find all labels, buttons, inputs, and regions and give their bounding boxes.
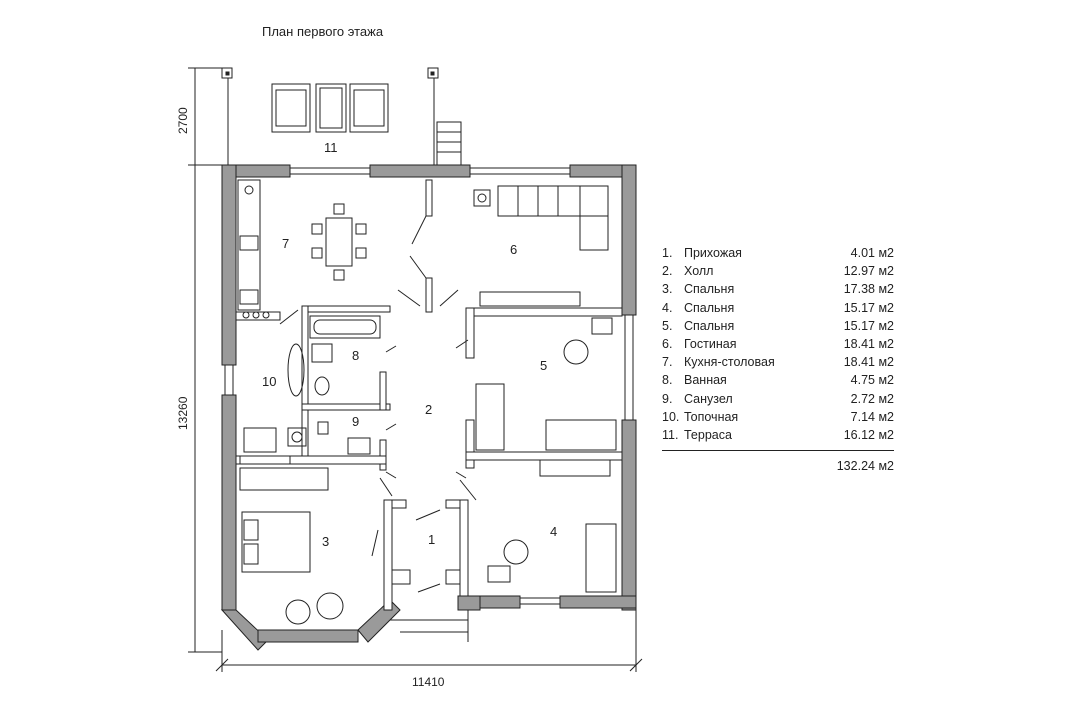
legend-num: 10. bbox=[662, 409, 680, 424]
legend-num: 11. bbox=[662, 428, 679, 443]
room-number-1: 1 bbox=[428, 532, 435, 547]
legend-row: 10. Топочная 7.14 м2 bbox=[662, 408, 894, 426]
windows bbox=[224, 167, 634, 605]
living-furniture bbox=[473, 185, 609, 307]
kitchen-furniture bbox=[237, 179, 367, 319]
legend-name: Холл bbox=[684, 264, 714, 279]
dimension-lines bbox=[188, 67, 643, 672]
legend-name: Санузел bbox=[684, 391, 733, 406]
legend-area: 12.97 м2 bbox=[843, 264, 894, 279]
room-number-7: 7 bbox=[282, 236, 289, 251]
room-number-4: 4 bbox=[550, 524, 557, 539]
legend-name: Прихожая bbox=[684, 246, 742, 260]
room-number-10: 10 bbox=[262, 374, 276, 389]
legend-area: 18.41 м2 bbox=[843, 355, 894, 370]
legend-area: 7.14 м2 bbox=[850, 409, 894, 424]
legend-num: 8. bbox=[662, 373, 673, 388]
room-labels: 1 2 3 4 5 6 7 8 9 10 11 bbox=[262, 140, 557, 549]
room-number-6: 6 bbox=[510, 242, 517, 257]
door-swings bbox=[279, 215, 477, 593]
legend-row: 6. Гостиная 18.41 м2 bbox=[662, 335, 894, 353]
legend-row: 7. Кухня-столовая 18.41 м2 bbox=[662, 353, 894, 371]
bedroom-4-furniture bbox=[487, 459, 617, 593]
room-number-5: 5 bbox=[540, 358, 547, 373]
room-legend: 1. Прихожая 4.01 м2 2. Холл 12.97 м2 3. Спаль… bbox=[662, 244, 894, 475]
legend-name: Спальня bbox=[684, 282, 735, 297]
legend-name: Спальня bbox=[684, 318, 735, 333]
legend-area: 16.12 м2 bbox=[843, 428, 894, 443]
room-number-11: 11 bbox=[324, 140, 338, 155]
legend-num: 9. bbox=[662, 391, 673, 406]
legend-area: 15.17 м2 bbox=[843, 318, 894, 333]
legend-row: 4. Спальня 15.17 м2 bbox=[662, 299, 894, 317]
legend-area: 15.17 м2 bbox=[843, 300, 894, 315]
bathroom-fixtures bbox=[239, 315, 381, 465]
legend-row: 1. Прихожая 4.01 м2 bbox=[662, 244, 894, 262]
room-number-8: 8 bbox=[352, 348, 359, 363]
legend-num: 2. bbox=[662, 264, 673, 279]
bedroom-3-furniture bbox=[239, 467, 344, 625]
room-number-9: 9 bbox=[352, 414, 359, 429]
room-number-2: 2 bbox=[425, 402, 432, 417]
legend-name: Спальня bbox=[684, 300, 735, 315]
terrace-depth-dim: 2700 bbox=[176, 107, 190, 134]
legend-num: 7. bbox=[662, 355, 673, 370]
legend-num: 1. bbox=[662, 246, 673, 260]
legend-num: 5. bbox=[662, 318, 673, 333]
legend-total: 132.24 м2 bbox=[836, 459, 894, 474]
legend-name: Гостиная bbox=[684, 337, 737, 352]
width-dim: 11410 bbox=[412, 675, 445, 689]
interior-walls bbox=[235, 179, 623, 611]
terrace bbox=[221, 67, 462, 166]
plan-title: План первого этажа bbox=[262, 24, 384, 39]
legend-row: 5. Спальня 15.17 м2 bbox=[662, 317, 894, 335]
legend-num: 3. bbox=[662, 282, 673, 297]
entrance-steps bbox=[390, 610, 469, 642]
legend-name: Кухня-столовая bbox=[684, 355, 775, 370]
legend-row: 9. Санузел 2.72 м2 bbox=[662, 390, 894, 408]
legend-name: Топочная bbox=[684, 409, 739, 424]
legend-row: 11. Терраса 16.12 м2 bbox=[662, 426, 894, 444]
legend-area: 4.01 м2 bbox=[850, 246, 894, 260]
legend-num: 4. bbox=[662, 300, 673, 315]
legend-name: Терраса bbox=[684, 428, 732, 443]
legend-area: 18.41 м2 bbox=[843, 337, 894, 352]
legend-row: 2. Холл 12.97 м2 bbox=[662, 262, 894, 280]
legend-area: 17.38 м2 bbox=[843, 282, 894, 297]
legend-divider bbox=[662, 450, 894, 452]
legend-row: 3. Спальня 17.38 м2 bbox=[662, 280, 894, 298]
height-dim: 13260 bbox=[176, 396, 190, 430]
legend-area: 2.72 м2 bbox=[850, 391, 894, 406]
legend-num: 6. bbox=[662, 337, 673, 352]
bedroom-5-furniture bbox=[475, 317, 617, 451]
room-number-3: 3 bbox=[322, 534, 329, 549]
legend-row: 8. Ванная 4.75 м2 bbox=[662, 371, 894, 389]
legend-area: 4.75 м2 bbox=[850, 373, 894, 388]
legend-name: Ванная bbox=[684, 373, 727, 388]
